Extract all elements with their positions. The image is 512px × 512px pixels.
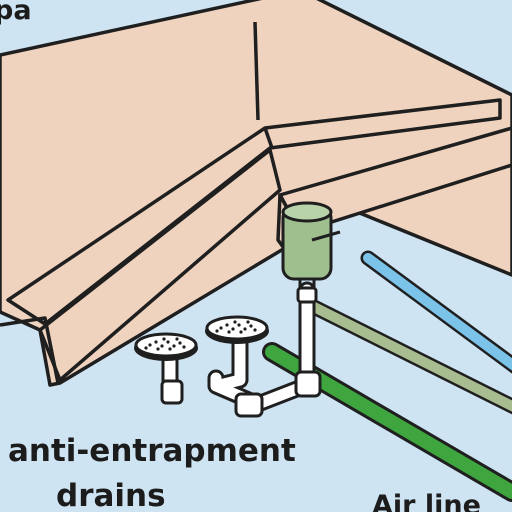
- air-line-label: Air line: [372, 490, 481, 512]
- blue-pipe: [360, 250, 512, 374]
- drains-label-line1: anti-entrapment: [8, 433, 296, 469]
- olive-pipe: [302, 297, 512, 415]
- spa-label: pa: [0, 0, 32, 26]
- tub-inner-corner: [263, 127, 274, 149]
- drain-cover-left: [134, 332, 198, 361]
- drains-label-line2: drains: [56, 478, 166, 512]
- drain-cover-right: [205, 315, 269, 344]
- pump-unit: [281, 201, 341, 290]
- tub-back-crease: [253, 21, 260, 121]
- tub-floor-edge: [0, 316, 60, 384]
